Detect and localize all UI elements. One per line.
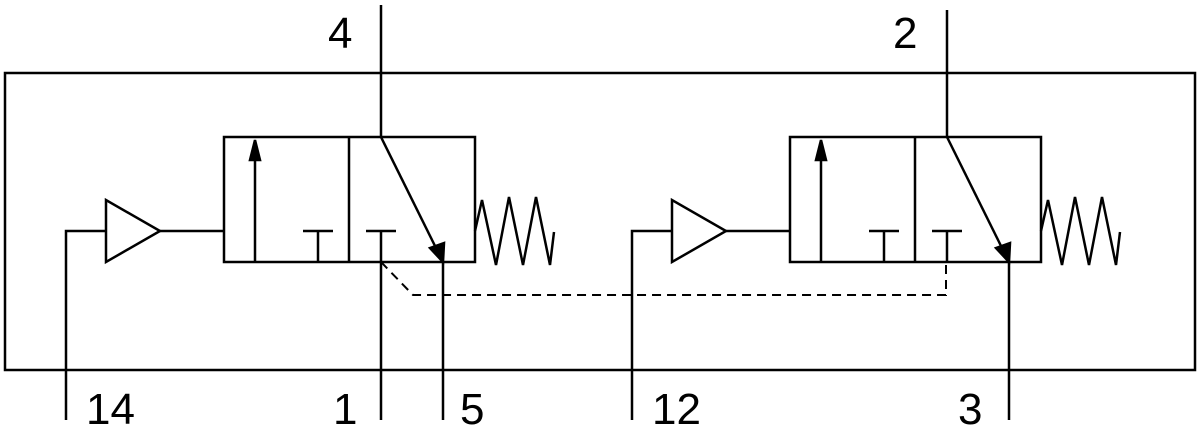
valve-right [630,10,1122,420]
port-label-14: 14 [86,385,135,434]
spring-icon [473,196,556,266]
pilot-dashed-line [380,261,947,296]
blocked-port-symbol [932,229,962,262]
port-label-2: 2 [893,9,918,58]
port-label-3: 3 [958,385,983,434]
pilot-triangle-icon [670,197,729,265]
pilot-triangle-icon [104,197,163,265]
blocked-port-symbol [869,229,899,262]
spring-icon [1039,196,1122,266]
blocked-port-symbol [366,229,396,262]
valve-left [64,5,556,420]
flow-arrow-diagonal [945,136,1006,253]
blocked-port-symbol [303,229,333,262]
port-label-5: 5 [460,385,485,434]
flow-arrow-diagonal [379,136,440,253]
port-label-4: 4 [328,9,353,58]
port-label-12: 12 [652,385,701,434]
housing-outline [3,71,1197,372]
port-label-1: 1 [333,385,358,434]
